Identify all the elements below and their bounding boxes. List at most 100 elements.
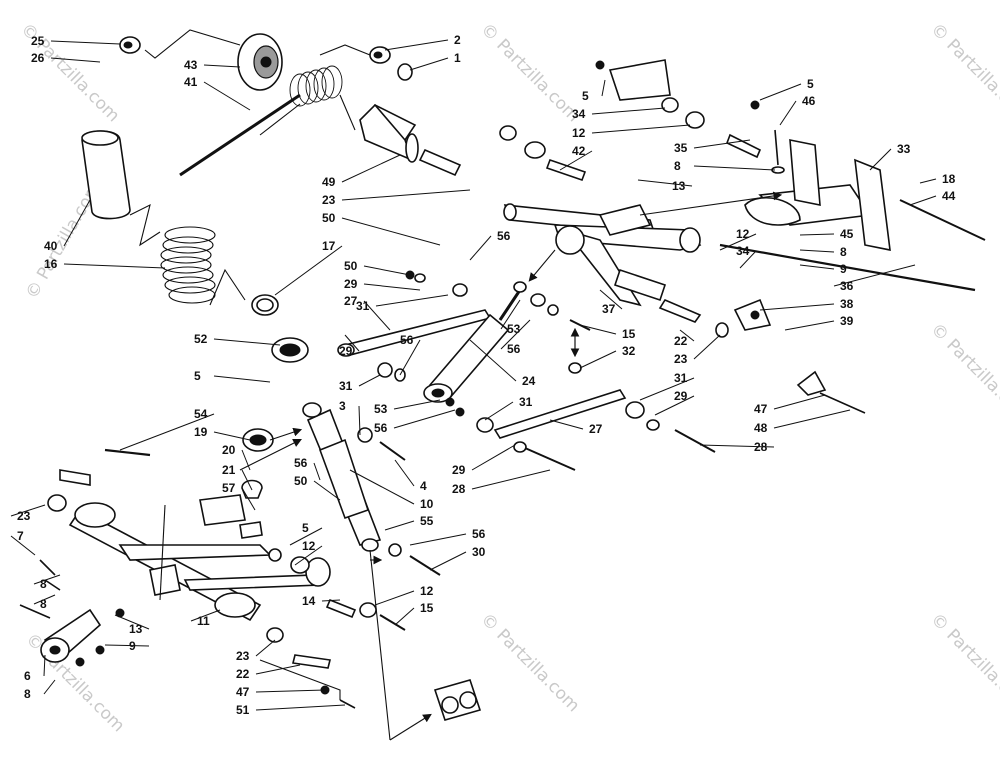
leader-line (203, 81, 251, 111)
part-callout-number: 33 (897, 142, 911, 156)
leader-line (471, 469, 551, 490)
part-callout-number: 29 (339, 344, 353, 358)
leader-line (693, 334, 721, 360)
part-callout-number: 28 (452, 482, 466, 496)
leader-line (393, 399, 441, 410)
part-callout-number: 38 (840, 297, 854, 311)
leader-line (591, 107, 666, 115)
leader-line (341, 189, 471, 201)
leader-line (591, 124, 691, 134)
part-callout-number: 57 (222, 481, 236, 495)
part-callout-number: 51 (236, 703, 250, 717)
part-callout-number: 41 (184, 75, 198, 89)
part-callout-number: 25 (31, 34, 45, 48)
part-callout-number: 18 (942, 172, 956, 186)
part-callout-number: 46 (802, 94, 816, 108)
leader-line (799, 233, 835, 236)
leader-line (409, 533, 467, 546)
part-callout-number: 8 (674, 159, 681, 173)
part-callout-number: 50 (344, 259, 358, 273)
leader-line (799, 249, 835, 253)
leader-line (255, 639, 276, 657)
part-callout-number: 48 (754, 421, 768, 435)
leader-line (313, 462, 321, 481)
part-callout-number: 1 (454, 51, 461, 65)
watermark-text: © Partzilla.com (926, 609, 1000, 716)
part-callout-number: 5 (582, 89, 589, 103)
leader-line (759, 303, 835, 311)
part-callout-number: 22 (674, 334, 688, 348)
leader-line (358, 374, 381, 387)
leader-line (471, 444, 516, 471)
part-callout-number: 21 (222, 463, 236, 477)
leader-line (699, 444, 775, 448)
part-callout-number: 44 (942, 189, 956, 203)
part-callout-number: 39 (840, 314, 854, 328)
part-callout-number: 9 (840, 262, 847, 276)
part-callout-number: 24 (522, 374, 536, 388)
part-callout-number: 56 (400, 333, 414, 347)
leader-line (294, 545, 323, 566)
part-callout-number: 8 (840, 245, 847, 259)
part-callout-number: 47 (754, 402, 768, 416)
watermark-text: © Partzilla.com (926, 319, 1000, 426)
leader-line (639, 377, 695, 401)
part-callout-number: 37 (602, 302, 616, 316)
part-callout-number: 12 (736, 227, 750, 241)
part-callout-number: 56 (472, 527, 486, 541)
part-callout-number: 45 (840, 227, 854, 241)
part-callout-number: 55 (420, 514, 434, 528)
part-callout-number: 42 (572, 144, 586, 158)
part-callout-number: 56 (374, 421, 388, 435)
part-callout-number: 12 (420, 584, 434, 598)
leader-line (241, 469, 253, 491)
leader-line (469, 339, 517, 382)
leader-line (559, 150, 593, 171)
part-callout-number: 36 (840, 279, 854, 293)
part-callout-number: 10 (420, 497, 434, 511)
part-callout-number: 53 (374, 402, 388, 416)
watermark-text: © Partzilla.com (476, 19, 583, 126)
leader-line (579, 350, 617, 369)
part-callout-number: 52 (194, 332, 208, 346)
leader-line (341, 154, 401, 183)
part-callout-number: 27 (589, 422, 603, 436)
part-callout-number: 8 (40, 577, 47, 591)
leader-line (469, 235, 492, 261)
leader-line (255, 689, 326, 693)
part-callout-number: 15 (622, 327, 636, 341)
leader-line (500, 299, 521, 330)
part-callout-number: 26 (31, 51, 45, 65)
leader-line (719, 233, 757, 251)
part-callout-number: 5 (807, 77, 814, 91)
part-callout-number: 40 (44, 239, 58, 253)
part-callout-number: 23 (322, 193, 336, 207)
part-callout-number: 13 (129, 622, 143, 636)
leader-line (601, 79, 606, 97)
leader-line (393, 409, 456, 429)
leader-line (274, 245, 343, 296)
leader-line (693, 139, 751, 149)
leader-line (50, 40, 121, 45)
part-callout-number: 56 (497, 229, 511, 243)
leader-line (779, 100, 797, 126)
guide-lines (144, 29, 783, 741)
leader-line (349, 469, 415, 505)
part-callout-number: 34 (736, 244, 750, 258)
leader-line (409, 57, 449, 71)
leader-line (919, 178, 937, 184)
leader-line (363, 283, 421, 291)
leader-line (33, 594, 56, 605)
leader-line (679, 329, 695, 342)
leader-line (341, 217, 441, 246)
part-callout-number: 20 (222, 443, 236, 457)
part-callout-number: 12 (302, 539, 316, 553)
leader-line (374, 590, 415, 606)
part-callout-number: 3 (339, 399, 346, 413)
part-callout-number: 11 (197, 614, 210, 628)
leader-line (63, 263, 166, 269)
part-callout-number: 53 (507, 322, 521, 336)
part-callout-number: 50 (294, 474, 308, 488)
leader-line (637, 179, 693, 187)
